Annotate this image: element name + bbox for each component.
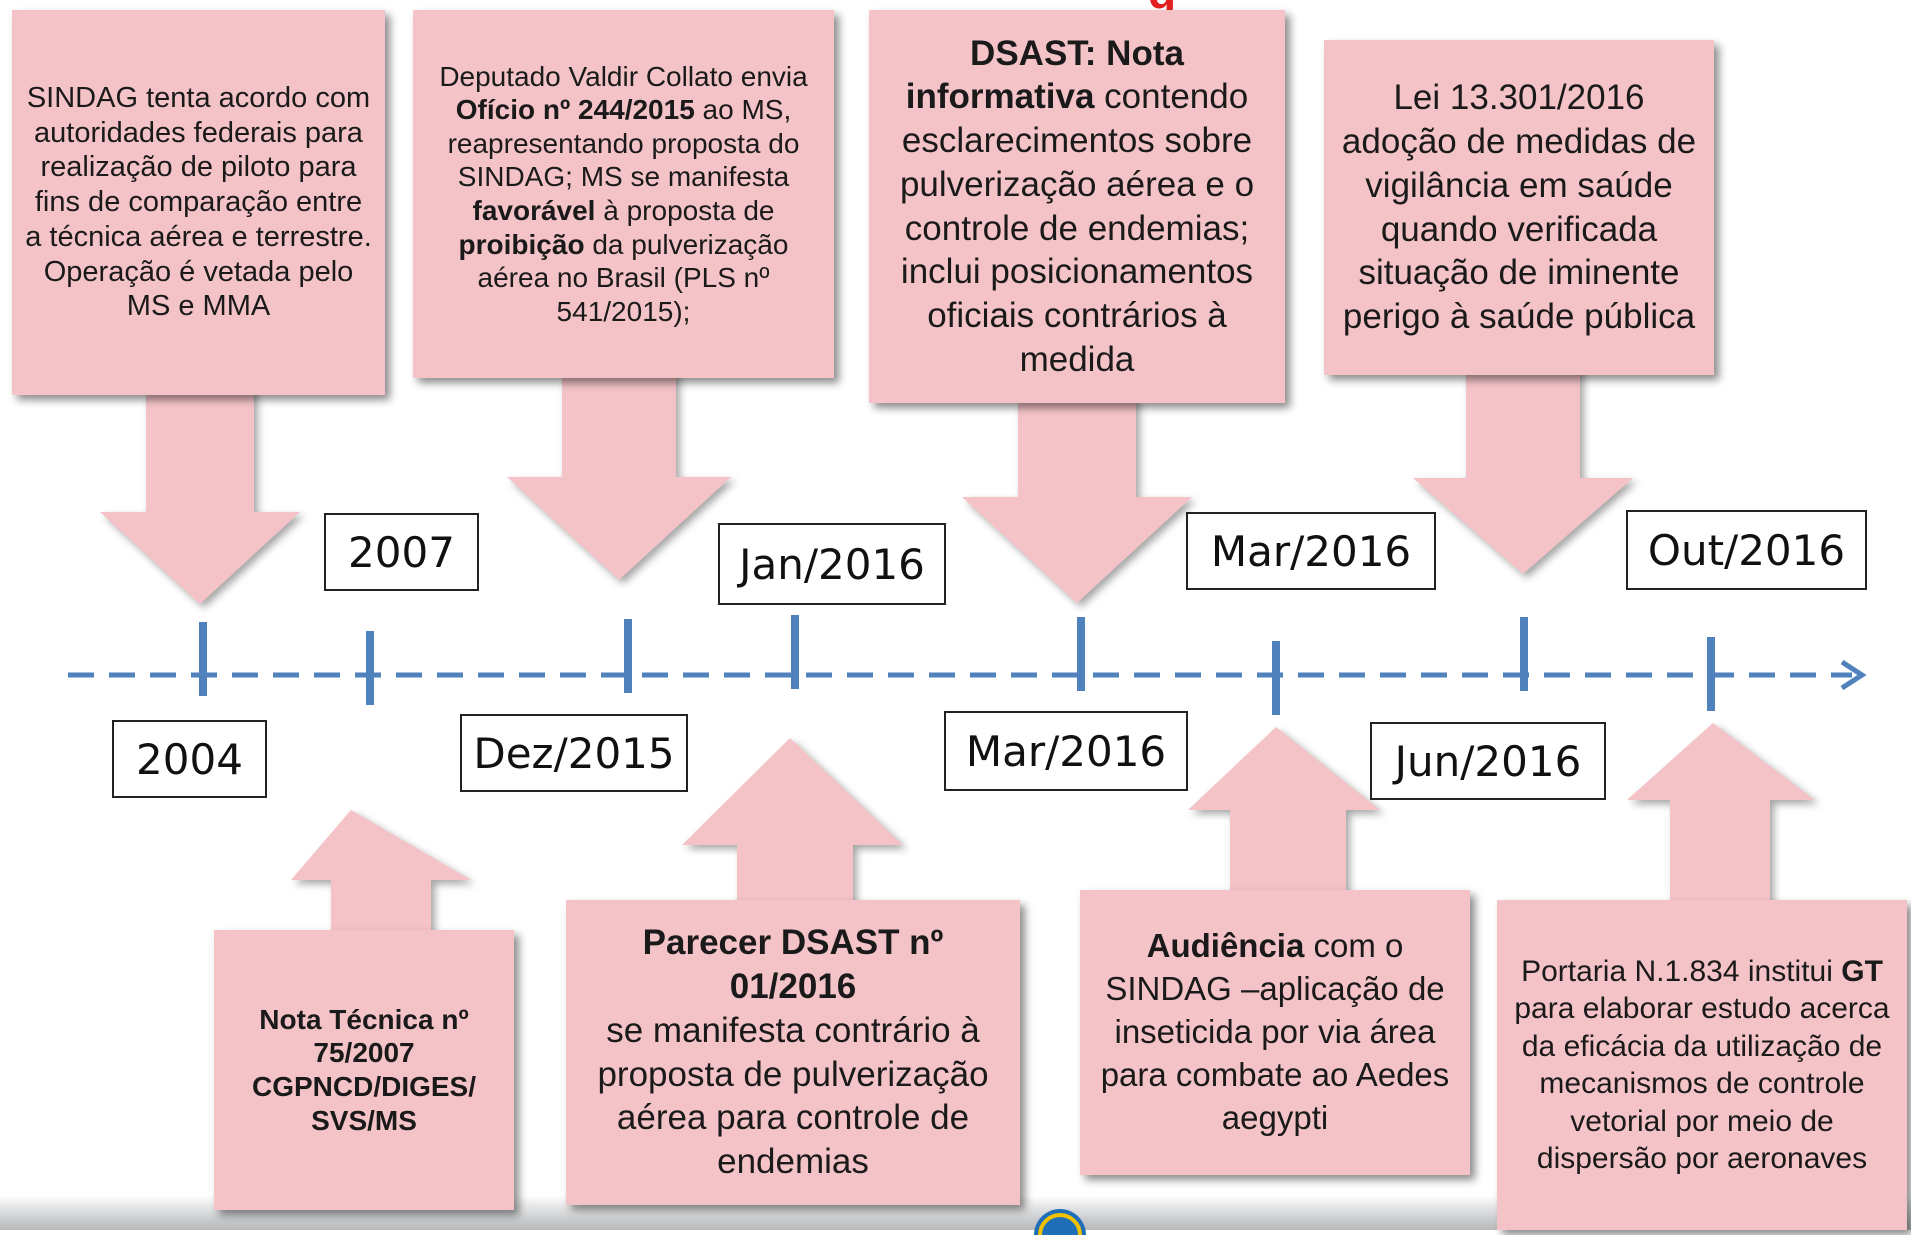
event-text-bold: Audiência	[1146, 927, 1305, 965]
date-label-mar2016-bottom: Mar/2016	[944, 711, 1188, 791]
event-text: Portaria N.1.834 institui GT para elabor…	[1507, 953, 1897, 1178]
event-text-segment: contendo esclarecimentos sobre pulveriza…	[899, 77, 1255, 379]
event-text-bold: DSAST: Nota informativa	[905, 33, 1184, 117]
event-text-bold: Nota Técnica nº 75/2007 CGPNCD/DIGES/ SV…	[251, 1003, 477, 1136]
date-label-dez2015: Dez/2015	[460, 714, 688, 792]
event-callout-sindag-2004: SINDAG tenta acordo com autoridades fede…	[12, 10, 385, 395]
event-text-bold: favorável	[472, 195, 596, 226]
event-text-segment: Portaria N.1.834 institui	[1521, 954, 1842, 988]
event-text-segment: com o SINDAG –aplicação de inseticida po…	[1100, 927, 1450, 1136]
event-text: Parecer DSAST nº 01/2016 se manifesta co…	[580, 921, 1006, 1184]
event-callout-audiencia: Audiência com o SINDAG –aplicação de ins…	[1080, 890, 1470, 1175]
event-text: DSAST: Nota informativa contendo esclare…	[881, 32, 1273, 382]
date-label-out2016: Out/2016	[1626, 510, 1867, 590]
event-text: SINDAG tenta acordo com autoridades fede…	[24, 81, 373, 325]
event-callout-nota-informativa: DSAST: Nota informativa contendo esclare…	[869, 10, 1285, 403]
event-callout-lei-13301: Lei 13.301/2016 adoção de medidas de vig…	[1324, 40, 1714, 375]
event-text-segment: Lei 13.301/2016 adoção de medidas de vig…	[1341, 78, 1697, 336]
timeline-tick-mar2016-a	[1077, 617, 1085, 691]
date-label-mar2016-top: Mar/2016	[1186, 512, 1436, 590]
event-text: Nota Técnica nº 75/2007 CGPNCD/DIGES/ SV…	[230, 1003, 498, 1137]
timeline-tick-jan2016	[791, 615, 799, 689]
event-callout-oficio-2015: Deputado Valdir Collato envia Ofício nº …	[413, 10, 834, 378]
event-text-segment: da pulverização aérea no Brasil (PLS nº …	[477, 228, 789, 327]
event-text-segment: Deputado Valdir Collato envia	[439, 60, 808, 92]
timeline-tick-dez2015	[624, 619, 632, 693]
timeline-tick-jun2016	[1520, 617, 1528, 691]
date-label-jan2016: Jan/2016	[718, 523, 946, 605]
event-text: Lei 13.301/2016 adoção de medidas de vig…	[1340, 76, 1698, 339]
date-label-jun2016: Jun/2016	[1370, 722, 1606, 800]
event-callout-parecer-dsast: Parecer DSAST nº 01/2016 se manifesta co…	[566, 900, 1020, 1205]
event-text-segment: à proposta de	[595, 195, 775, 226]
event-text: Deputado Valdir Collato envia Ofício nº …	[427, 60, 820, 329]
event-text: Audiência com o SINDAG –aplicação de ins…	[1094, 925, 1456, 1139]
event-text-segment: ao MS, reapresentando proposta do SINDAG…	[447, 94, 800, 193]
event-text-segment: se manifesta contrário à proposta de pul…	[597, 1010, 989, 1181]
event-text-bold: Ofício nº 244/2015	[455, 94, 695, 126]
event-text-segment: para elaborar estudo acerca da eficácia …	[1514, 992, 1890, 1175]
ministry-logo	[1034, 1209, 1086, 1235]
date-label-2004: 2004	[112, 720, 267, 798]
event-callout-portaria-gt: Portaria N.1.834 institui GT para elabor…	[1497, 900, 1907, 1230]
timeline-tick-mar2016-b	[1272, 641, 1280, 715]
event-text-segment: SINDAG tenta acordo com autoridades fede…	[25, 81, 372, 323]
timeline-arrowhead	[1840, 659, 1867, 691]
event-text-bold: GT	[1841, 954, 1883, 988]
timeline-tick-2007	[366, 631, 374, 705]
event-text-bold: proibição	[458, 228, 585, 260]
timeline-tick-out2016	[1707, 637, 1715, 711]
date-label-2007: 2007	[324, 513, 479, 591]
event-callout-nota-tecnica: Nota Técnica nº 75/2007 CGPNCD/DIGES/ SV…	[214, 930, 514, 1210]
timeline-tick-2004	[199, 622, 207, 696]
event-text-bold: Parecer DSAST nº 01/2016	[642, 923, 944, 1006]
